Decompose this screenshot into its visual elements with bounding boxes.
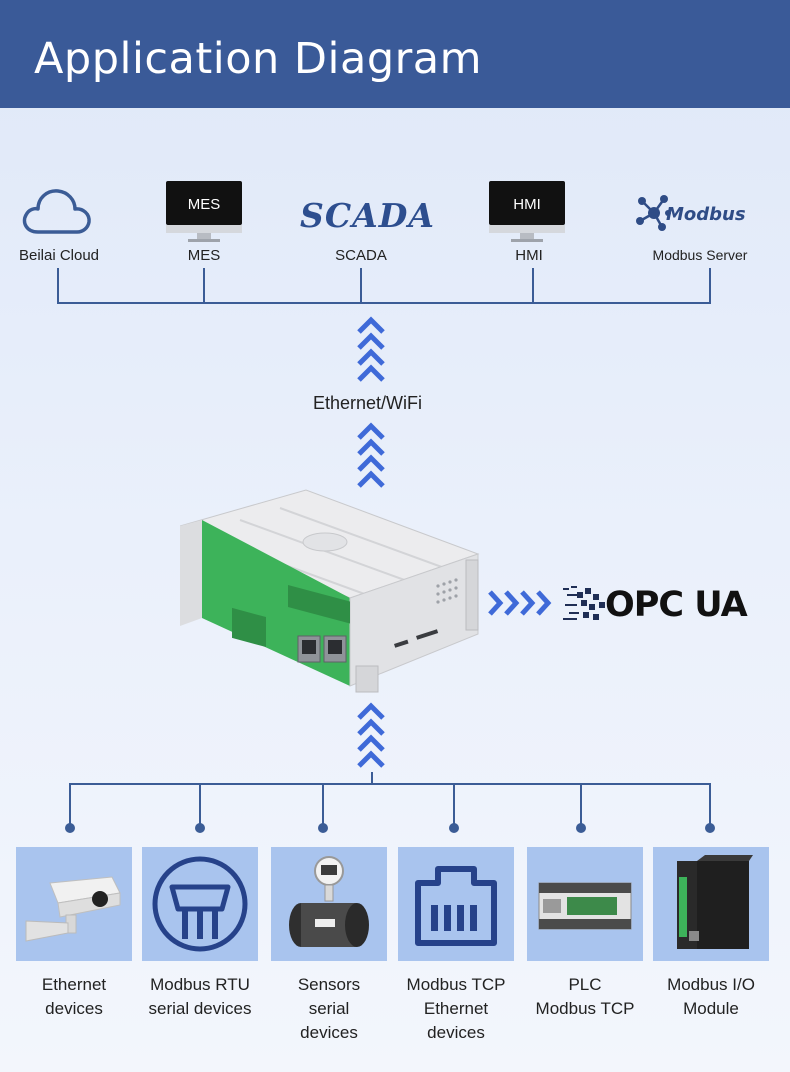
up-arrow-icon [357, 422, 385, 488]
card-label-line: Module [683, 999, 739, 1018]
mes-label: MES [187, 247, 221, 264]
beilai-cloud-label: Beilai Cloud [18, 247, 100, 264]
card-label-line: Ethernet [41, 975, 107, 994]
card-label-line: serial devices [148, 999, 252, 1018]
bus-dot [449, 823, 459, 833]
modbus-server-label: Modbus Server [652, 247, 748, 263]
camera-icon [25, 876, 121, 942]
hmi-label: HMI [515, 247, 543, 264]
io-module-icon [677, 855, 753, 949]
cloud-icon [22, 189, 91, 234]
up-arrow-icon [357, 702, 385, 768]
ethernet-wifi-label: Ethernet/WiFi [313, 393, 423, 413]
connector-line [371, 772, 373, 784]
connector-line [580, 783, 582, 827]
connector-line [199, 783, 201, 827]
card-label-line: Sensors [297, 975, 361, 994]
bus-dot [318, 823, 328, 833]
plc-card [527, 847, 643, 961]
header-bar: Application Diagram [0, 0, 790, 108]
connector-line [322, 783, 324, 827]
mes-screen-text: MES [166, 181, 242, 225]
modbus-rtu-card [142, 847, 258, 961]
connector-line [360, 268, 362, 303]
opc-ua-pattern-icon [563, 586, 605, 620]
modbus-logo-icon [636, 195, 671, 231]
card-label-line: Modbus TCP [535, 999, 635, 1018]
card-label-line: Modbus RTU [150, 975, 250, 994]
connector-line [709, 783, 711, 827]
top-bus-line [57, 302, 711, 304]
scada-label: SCADA [335, 247, 387, 264]
serial-port-icon [152, 856, 248, 952]
connector-line [57, 268, 59, 303]
right-arrow-icon [488, 590, 552, 616]
hmi-screen-text: HMI [489, 181, 565, 225]
card-label-line: devices [45, 999, 103, 1018]
card-label-line: serial [308, 999, 350, 1018]
bus-dot [65, 823, 75, 833]
connector-line [453, 783, 455, 827]
hmi-monitor-icon: HMI [489, 181, 565, 243]
card-label-line: Modbus TCP [406, 975, 506, 994]
card-label-line: Ethernet [423, 999, 489, 1018]
scada-logo: SCADA [300, 196, 435, 235]
connector-line [203, 268, 205, 303]
ethernet-devices-card [16, 847, 132, 961]
up-arrow-icon [357, 316, 385, 382]
card-label-line: devices [427, 1023, 485, 1042]
connector-line [709, 268, 711, 303]
plc-icon [538, 882, 632, 930]
sensors-card [271, 847, 387, 961]
opc-ua-logo: OPC UA [605, 585, 748, 625]
card-label-line: PLC [568, 975, 602, 994]
io-module-card [653, 847, 769, 961]
card-label-line: devices [300, 1023, 358, 1042]
mes-monitor-icon: MES [166, 181, 242, 243]
card-label-line: Modbus I/O [667, 975, 755, 994]
bus-dot [576, 823, 586, 833]
iot-gateway-device [180, 489, 480, 693]
bus-dot [705, 823, 715, 833]
bus-dot [195, 823, 205, 833]
page-title: Application Diagram [34, 34, 483, 84]
bottom-bus-line [69, 783, 711, 785]
modbus-logo-text: Modbus [666, 204, 746, 225]
connector-line [532, 268, 534, 303]
flowmeter-icon [289, 856, 369, 947]
ethernet-port-icon [415, 866, 497, 946]
connector-line [69, 783, 71, 827]
modbus-tcp-card [398, 847, 514, 961]
